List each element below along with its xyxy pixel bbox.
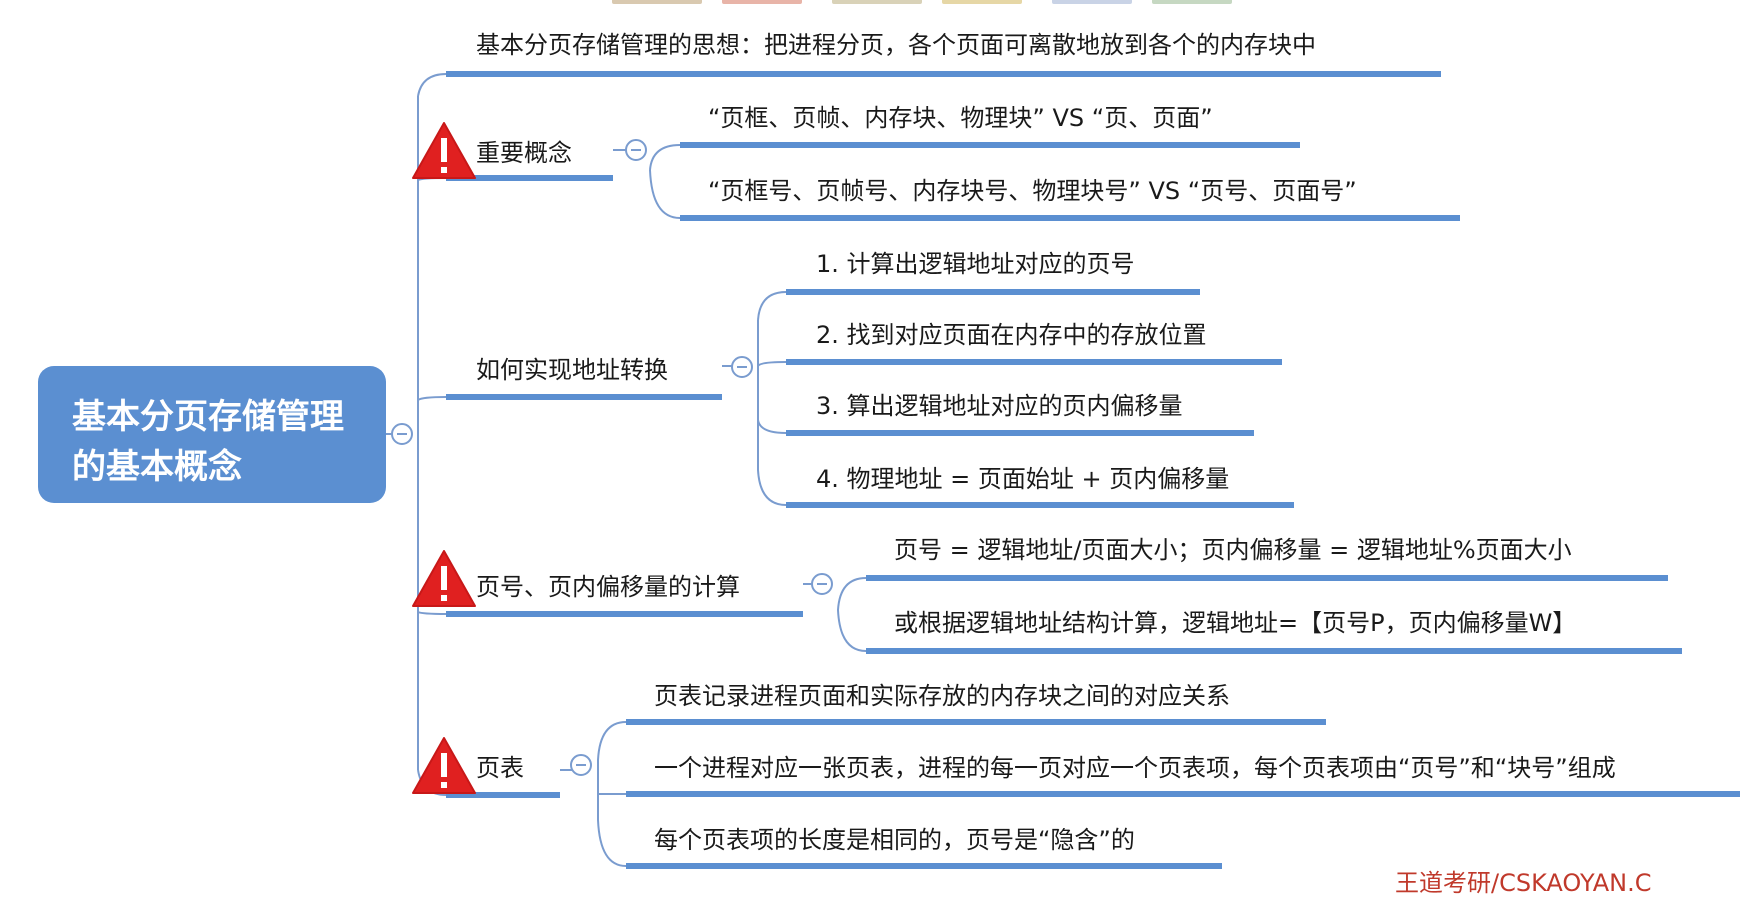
calc-child-1[interactable]: 页号 = 逻辑地址/页面大小；页内偏移量 = 逻辑地址%页面大小: [894, 536, 1572, 564]
concepts-child-1[interactable]: “页框、页帧、内存块、物理块” VS “页、页面”: [708, 104, 1213, 132]
concepts-child-2[interactable]: “页框号、页帧号、内存块号、物理块号” VS “页号、页面号”: [708, 177, 1357, 205]
translation-step-3[interactable]: 3. 算出逻辑地址对应的页内偏移量: [816, 392, 1183, 420]
calc-collapse-icon[interactable]: [811, 573, 833, 595]
branch-translation-label[interactable]: 如何实现地址转换: [476, 356, 668, 384]
root-node[interactable]: 基本分页存储管理 的基本概念: [38, 366, 386, 503]
branch-pagetable-label[interactable]: 页表: [476, 754, 524, 782]
pagetable-child-1[interactable]: 页表记录进程页面和实际存放的内存块之间的对应关系: [654, 682, 1230, 710]
translation-step-1[interactable]: 1. 计算出逻辑地址对应的页号: [816, 250, 1135, 278]
pagetable-collapse-icon[interactable]: [570, 754, 592, 776]
branch-concepts-label[interactable]: 重要概念: [476, 139, 572, 167]
calc-child-2[interactable]: 或根据逻辑地址结构计算，逻辑地址=【页号P，页内偏移量W】: [894, 609, 1577, 637]
translation-collapse-icon[interactable]: [731, 356, 753, 378]
pagetable-child-3[interactable]: 每个页表项的长度是相同的，页号是“隐含”的: [654, 826, 1135, 854]
root-title-line1: 基本分页存储管理: [72, 397, 344, 437]
top-strip: [1052, 0, 1132, 4]
translation-step-4[interactable]: 4. 物理地址 = 页面始址 + 页内偏移量: [816, 465, 1230, 493]
warning-triangle-icon: [412, 737, 476, 794]
top-strip: [612, 0, 702, 4]
watermark-text: 王道考研/CSKAOYAN.C: [1395, 869, 1652, 897]
top-strip: [1152, 0, 1232, 4]
top-strip: [832, 0, 922, 4]
warning-triangle-icon: [412, 122, 476, 179]
warning-triangle-icon: [412, 550, 476, 607]
branch-idea[interactable]: 基本分页存储管理的思想：把进程分页，各个页面可离散地放到各个的内存块中: [476, 31, 1316, 59]
translation-step-2[interactable]: 2. 找到对应页面在内存中的存放位置: [816, 321, 1207, 349]
top-strip: [942, 0, 1022, 4]
branch-calc-label[interactable]: 页号、页内偏移量的计算: [476, 573, 740, 601]
root-collapse-icon[interactable]: [391, 423, 413, 445]
top-strip: [722, 0, 802, 4]
pagetable-child-2[interactable]: 一个进程对应一张页表，进程的每一页对应一个页表项，每个页表项由“页号”和“块号”…: [654, 754, 1616, 782]
root-title-line2: 的基本概念: [72, 447, 242, 487]
concepts-collapse-icon[interactable]: [625, 139, 647, 161]
